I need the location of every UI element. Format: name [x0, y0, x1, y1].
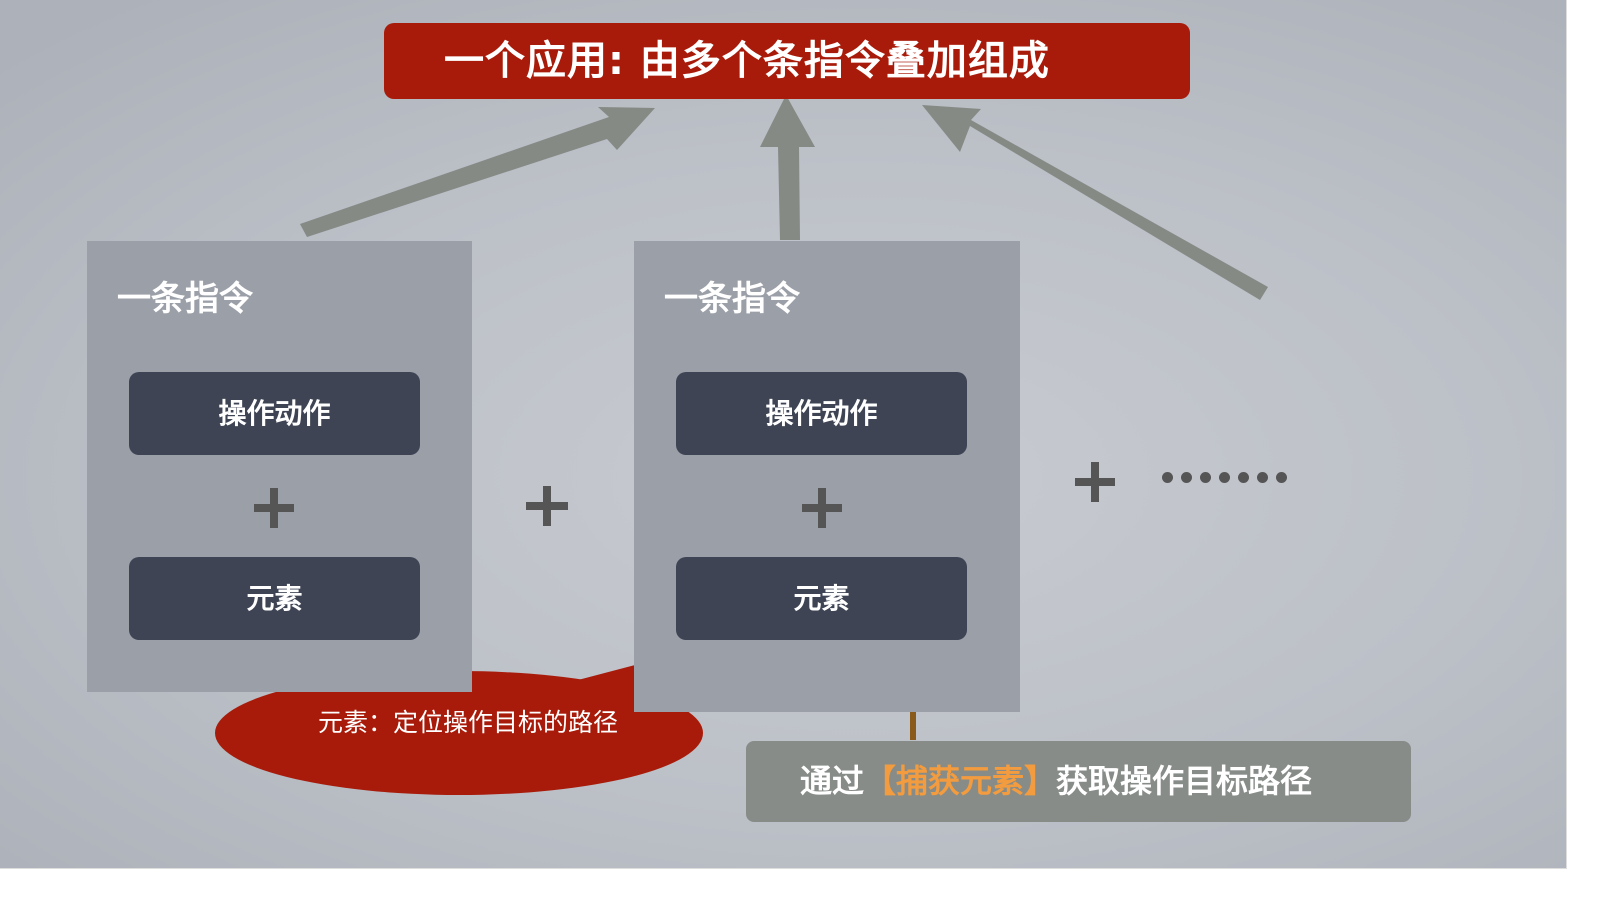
instruction-panel-1: 一条指令 操作动作 元素: [87, 241, 472, 692]
plus-icon: [526, 486, 568, 526]
arrow-left: [300, 107, 655, 237]
slide: 一个应用: 由多个条指令叠加组成 一条指令 操作动作 元素 一条指令 操作动作 …: [0, 0, 1567, 869]
callout-bubble: [215, 671, 703, 795]
plus-icon: [254, 488, 294, 528]
action-chip: 操作动作: [129, 372, 420, 455]
arrow-right: [922, 105, 1268, 300]
caption-highlight: 【捕获元素】: [864, 762, 1057, 800]
instruction-title: 一条指令: [117, 279, 253, 319]
arrow-middle: [760, 95, 815, 240]
element-chip: 元素: [129, 557, 420, 640]
plus-icon: [1075, 462, 1115, 502]
element-chip: 元素: [676, 557, 967, 640]
caption-suffix: 获取操作目标路径: [1056, 762, 1313, 800]
plus-icon: [802, 488, 842, 528]
instruction-title: 一条指令: [664, 279, 800, 319]
caption-prefix: 通过: [800, 762, 865, 800]
callout-text: 元素：定位操作目标的路径: [318, 708, 619, 737]
title-bar: 一个应用: 由多个条指令叠加组成: [384, 23, 1190, 99]
caption-bar: 通过【捕获元素】获取操作目标路径: [746, 741, 1411, 822]
action-chip: 操作动作: [676, 372, 967, 455]
ellipsis-icon: [1162, 472, 1287, 483]
instruction-panel-2: 一条指令 操作动作 元素: [634, 241, 1020, 712]
